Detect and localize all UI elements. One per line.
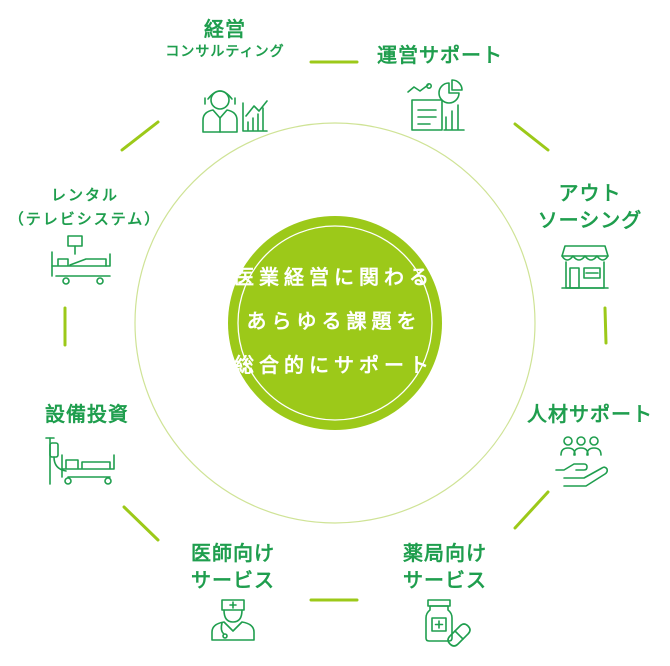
label-physician-services: 医師向け サービス xyxy=(168,540,298,594)
label-equipment-investment: 設備投資 xyxy=(22,401,152,428)
outer-ring-segments xyxy=(63,60,608,602)
label-hr-support: 人材サポート xyxy=(510,401,670,428)
medicine-bottle-pill-icon xyxy=(425,599,471,647)
label-line: サービス xyxy=(191,568,275,592)
ring-segment-bottom-right xyxy=(513,490,550,530)
center-inner-outline xyxy=(237,225,433,421)
center-message: 医業経営に関わる あらゆる課題を 総合的にサポート xyxy=(209,255,459,387)
label-line: （テレビシステム） xyxy=(8,210,162,228)
label-rental-tv: レンタル （テレビシステム） xyxy=(0,183,170,231)
hospital-bed-iv-icon xyxy=(45,437,115,485)
label-line: レンタル xyxy=(50,186,119,204)
label-line: アウト xyxy=(558,181,622,205)
label-operation-support: 運営サポート xyxy=(360,42,520,69)
label-line: ソーシング xyxy=(537,208,643,232)
label-line: コンサルティング xyxy=(165,44,285,60)
ring-segment-right xyxy=(603,306,608,345)
label-pharmacy-services: 薬局向け サービス xyxy=(380,540,510,594)
center-line: 医業経営に関わる xyxy=(234,265,434,289)
ring-segment-top-right xyxy=(513,122,550,152)
center-circle xyxy=(228,216,442,430)
label-line: 経営 xyxy=(204,17,246,41)
label-line: 設備投資 xyxy=(45,402,129,426)
label-outsourcing: アウト ソーシング xyxy=(525,180,655,234)
label-line: 運営サポート xyxy=(377,43,503,67)
ring-segment-top-left xyxy=(120,120,160,152)
label-line: サービス xyxy=(403,568,487,592)
doctor-icon xyxy=(211,599,255,641)
center-line: 総合的にサポート xyxy=(234,353,434,377)
storefront-icon xyxy=(561,245,609,289)
label-line: 薬局向け xyxy=(403,541,487,565)
consultant-chart-icon xyxy=(202,90,268,133)
label-management-consulting: 経営 コンサルティング xyxy=(140,16,310,62)
center-line: あらゆる課題を xyxy=(246,309,422,333)
people-hand-icon xyxy=(555,436,609,487)
label-line: 医師向け xyxy=(191,541,275,565)
ring-segment-bottom-left xyxy=(122,505,160,542)
hospital-bed-monitor-icon xyxy=(51,235,111,285)
label-line: 人材サポート xyxy=(527,402,653,426)
analytics-report-icon xyxy=(407,79,465,131)
inner-ring xyxy=(134,122,536,524)
